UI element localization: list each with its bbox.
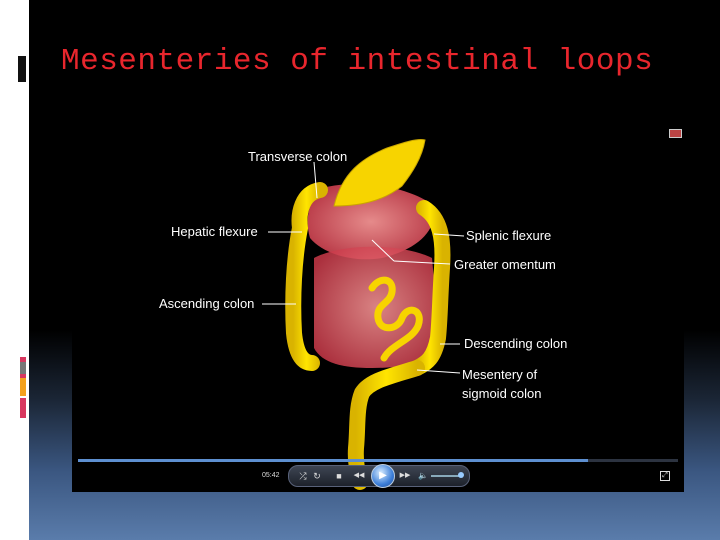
label-mesentery-line1: Mesentery of [462,367,538,382]
shuffle-icon[interactable]: ⤮ [299,471,307,481]
label-mesentery-sigmoid: Mesentery of sigmoid colon [462,365,542,403]
transverse-colon [333,139,426,207]
volume-slider[interactable] [431,475,460,477]
repeat-icon[interactable]: ↻ [313,471,321,481]
side-marker-orange [20,378,26,396]
volume-knob[interactable] [458,472,464,478]
seek-bar[interactable] [78,459,678,462]
intestine-illustration [262,139,465,490]
side-marker-gray [20,362,26,374]
descending-colon [409,200,451,376]
volume-icon[interactable]: 🔈 [418,471,428,480]
seek-bar-fill [78,459,588,462]
video-corner-icon[interactable] [669,129,682,138]
play-button[interactable]: ▶ [371,464,395,488]
title-marker [18,56,26,82]
fullscreen-icon[interactable]: ⤢ [660,471,670,481]
video-player[interactable]: Transverse colon Hepatic flexure Ascendi… [72,118,684,492]
label-ascending-colon: Ascending colon [159,296,255,311]
side-marker-pink [20,398,26,418]
ascending-colon [285,182,328,371]
label-hepatic-flexure: Hepatic flexure [171,224,258,239]
label-transverse-colon: Transverse colon [248,149,348,164]
slide-title: Mesenteries of intestinal loops [61,44,654,79]
elapsed-time: 05:42 [262,472,280,479]
label-greater-omentum: Greater omentum [454,257,556,272]
label-splenic-flexure: Splenic flexure [466,228,552,243]
playback-controls: ⤮ ↻ ■ ◀◀ ▶ ▶▶ 🔈 [288,464,470,488]
next-button[interactable]: ▶▶ [399,472,411,479]
small-intestine [368,276,423,362]
label-mesentery-line2: sigmoid colon [462,386,542,401]
left-accent-strip [0,0,29,540]
previous-button[interactable]: ◀◀ [353,472,365,479]
stop-button[interactable]: ■ [336,471,342,481]
label-descending-colon: Descending colon [464,336,568,351]
